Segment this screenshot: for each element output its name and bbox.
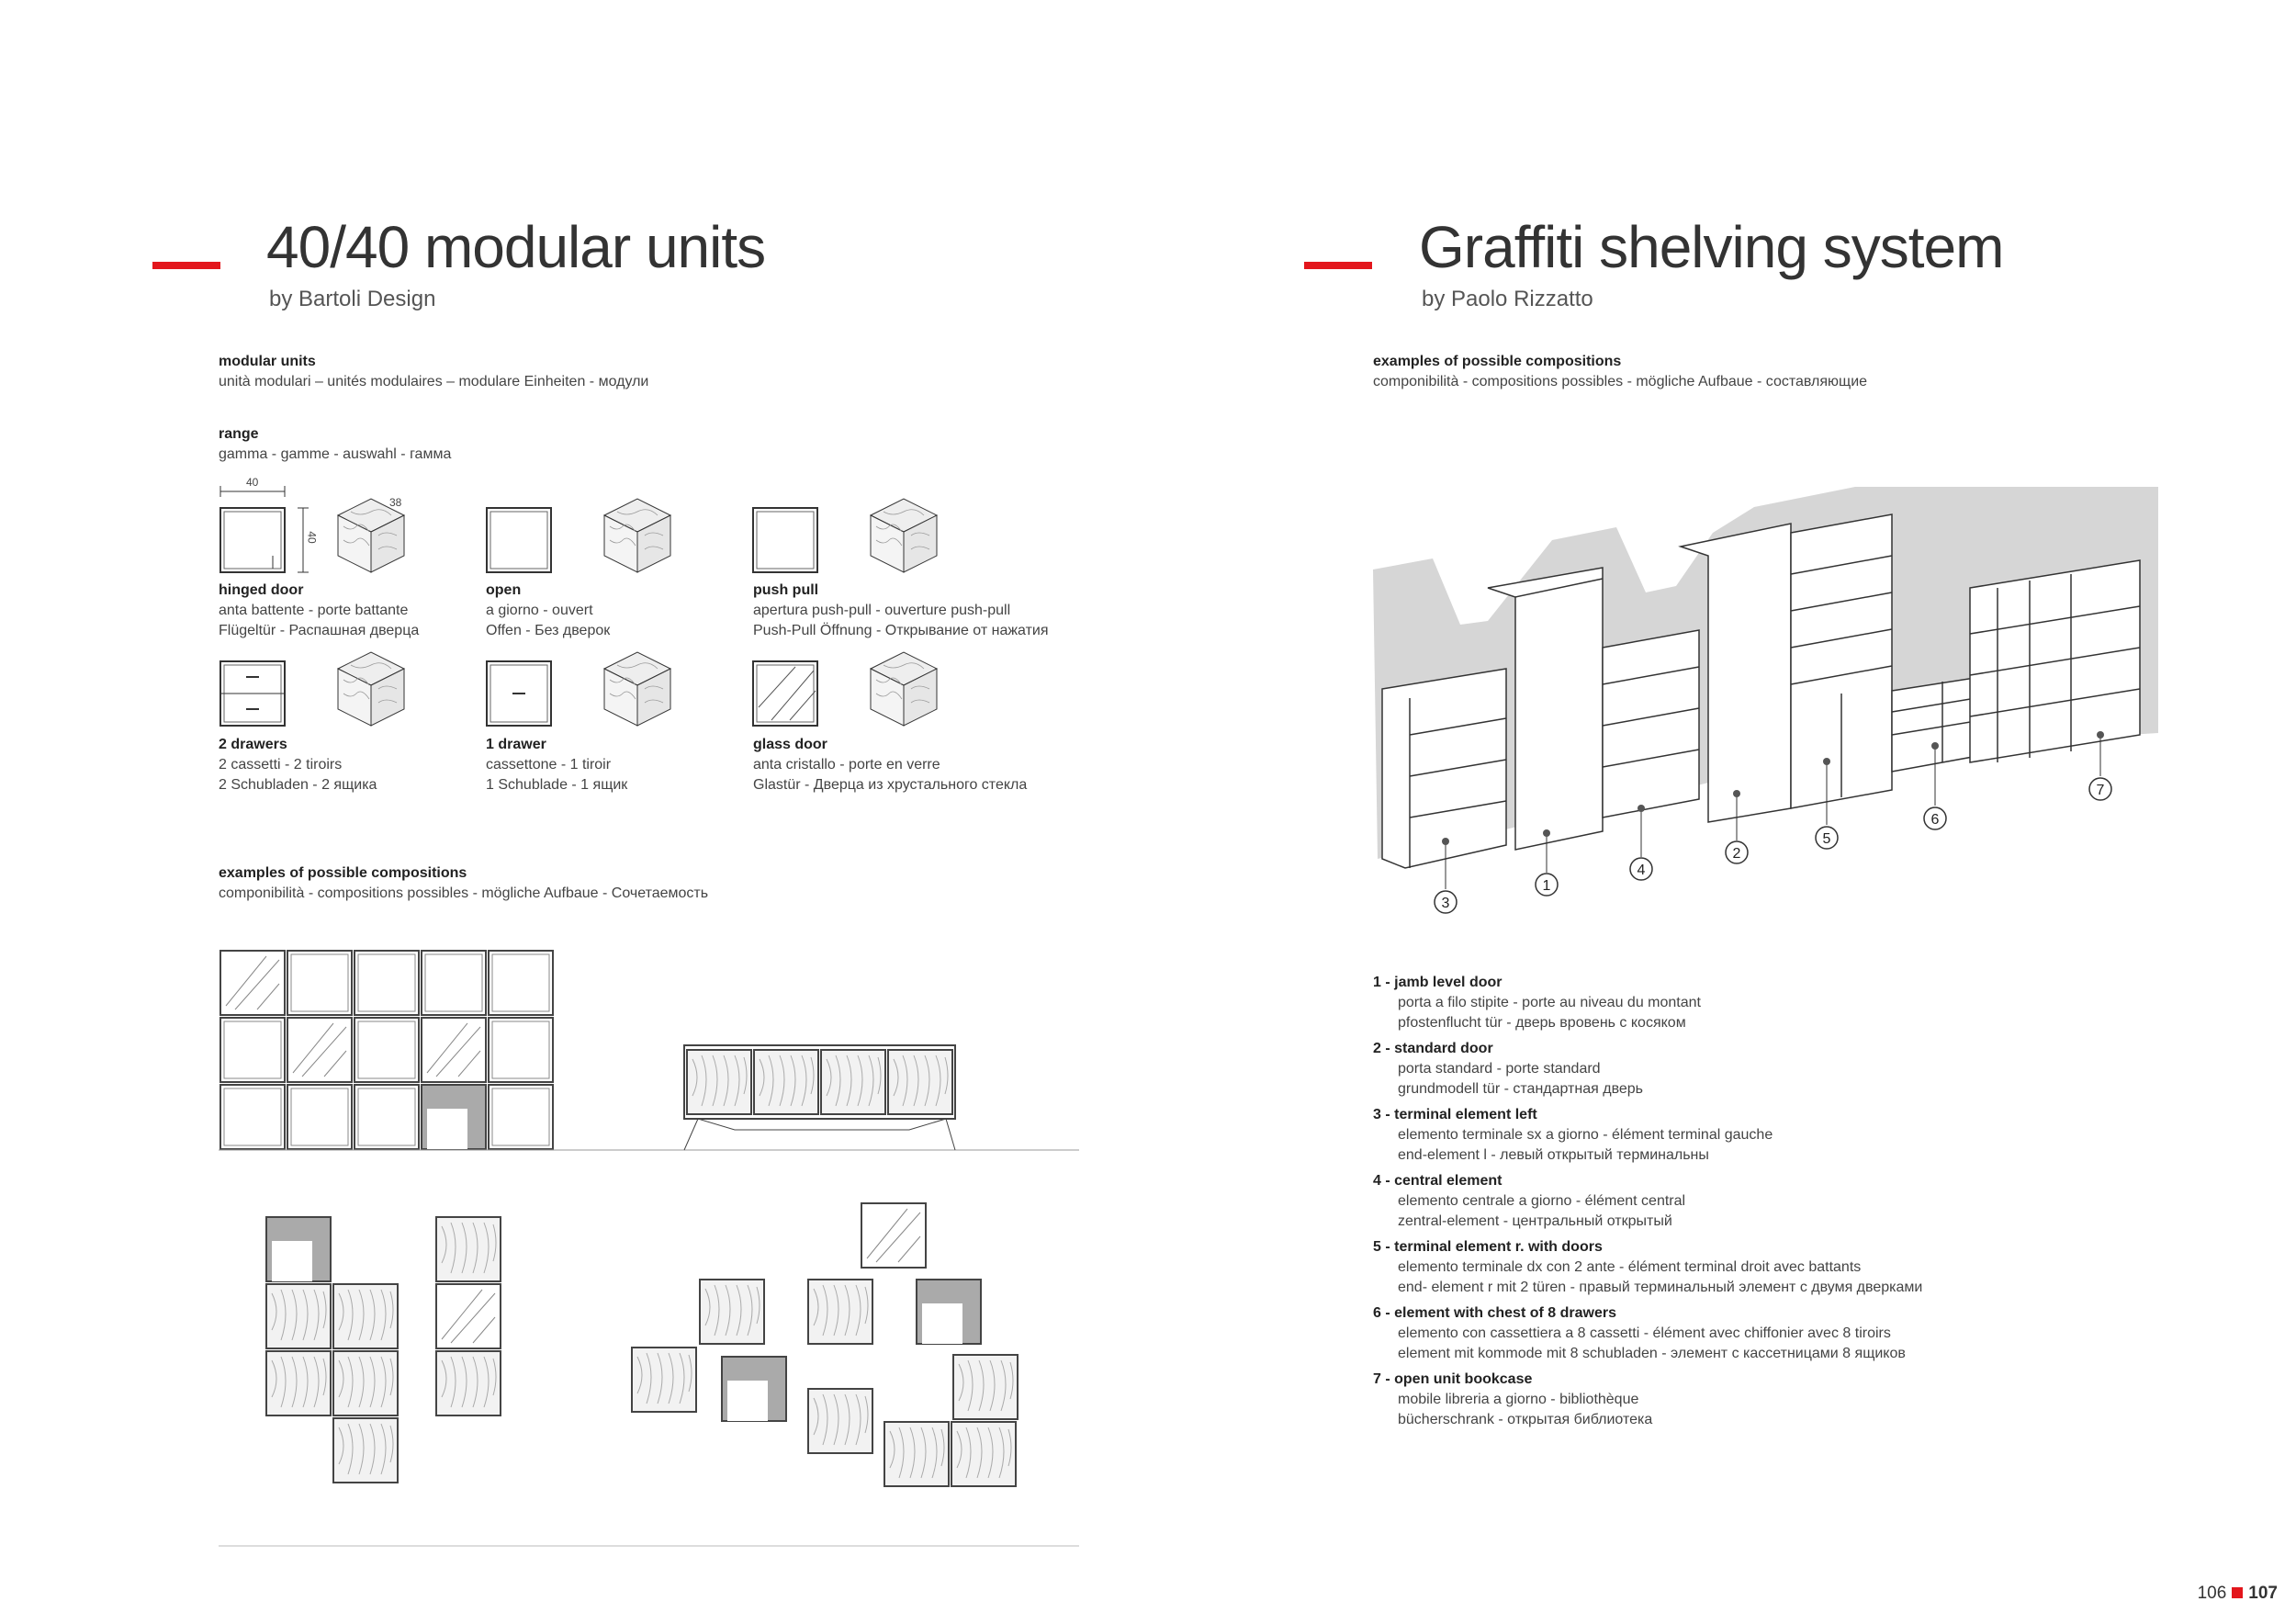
page-number-left: 106 [2197, 1584, 2227, 1603]
legend-item: 7 - open unit bookcase mobile libreria a … [1373, 1370, 1922, 1430]
legend-title: 7 - open unit bookcase [1373, 1371, 1533, 1387]
legend-item: 3 - terminal element left elemento termin… [1373, 1105, 1922, 1166]
unit-hinged-door: hinged door anta battente - porte battan… [219, 581, 419, 641]
legend-title: 2 - standard door [1373, 1041, 1493, 1056]
callout-6 [1923, 806, 1947, 830]
modular-units-section: modular units unità modulari – unités mo… [219, 352, 648, 392]
callout-label: 2 [1733, 846, 1741, 862]
legend-item: 4 - central element elemento centrale a g… [1373, 1171, 1922, 1232]
width-dimension: 40 [246, 476, 259, 489]
unit-1-drawer: 1 drawer cassettone - 1 tiroir 1 Schubla… [486, 735, 627, 795]
shelving-illustration: 3 1 4 2 5 6 7 [1373, 487, 2158, 914]
unit-glass-door: glass door anta cristallo - porte en ver… [753, 735, 1027, 795]
legend-item: 2 - standard door porta standard - porte … [1373, 1039, 1922, 1100]
page-title: 40/40 modular units [266, 214, 766, 280]
legend-title: 6 - element with chest of 8 drawers [1373, 1305, 1616, 1321]
legend-translation: grundmodell tür - стандартная дверь [1398, 1081, 1644, 1097]
unit-name: 1 drawer [486, 737, 546, 752]
legend-item: 5 - terminal element r. with doors elemen… [1373, 1237, 1922, 1298]
unit-2-drawers: 2 drawers 2 cassetti - 2 tiroirs 2 Schub… [219, 735, 377, 795]
legend-translation: porta a filo stipite - porte au niveau d… [1398, 995, 1701, 1010]
accent-bar [152, 262, 220, 269]
legend-item: 6 - element with chest of 8 drawers eleme… [1373, 1303, 1922, 1364]
two-drawers-front-icon [219, 660, 286, 727]
compositions-section: examples of possible compositions compon… [1373, 352, 1867, 392]
range-section: range gamma - gamme - auswahl - гамма [219, 424, 451, 465]
legend-title: 1 - jamb level door [1373, 975, 1503, 990]
legend-translation: mobile libreria a giorno - bibliothèque [1398, 1392, 1639, 1407]
unit-translation: a giorno - ouvert [486, 603, 593, 618]
legend-translation: elemento terminale sx a giorno - élément… [1398, 1127, 1773, 1143]
legend-translation: elemento terminale dx con 2 ante - éléme… [1398, 1259, 1862, 1275]
section-translations: componibilità - compositions possibles -… [219, 885, 709, 901]
section-translations: gamma - gamme - auswahl - гамма [219, 446, 452, 462]
legend-item: 1 - jamb level door porta a filo stipite … [1373, 973, 1922, 1033]
callout-label: 4 [1638, 863, 1646, 878]
section-label: range [219, 426, 259, 442]
unit-name: push pull [753, 582, 819, 598]
one-drawer-front-icon [486, 660, 552, 727]
callout-label: 3 [1442, 896, 1450, 911]
legend-translation: elemento con cassettiera a 8 cassetti - … [1398, 1325, 1891, 1341]
legend-translation: element mit kommode mit 8 schubladen - э… [1398, 1346, 1906, 1361]
unit-name: glass door [753, 737, 827, 752]
unit-translation: Flügeltür - Распашная дверца [219, 623, 420, 638]
compositions-illustration [219, 950, 1079, 1547]
legend: 1 - jamb level door porta a filo stipite … [1373, 973, 1922, 1436]
callout-label: 5 [1823, 831, 1831, 847]
unit-translation: 2 cassetti - 2 tiroirs [219, 757, 343, 773]
callout-4 [1629, 857, 1653, 881]
section-label: examples of possible compositions [1373, 354, 1622, 369]
unit-translation: 1 Schublade - 1 ящик [486, 777, 628, 793]
callout-label: 7 [2097, 783, 2105, 798]
unit-translation: anta battente - porte battante [219, 603, 409, 618]
glass-door-front-icon [752, 660, 818, 727]
callout-label: 6 [1931, 812, 1940, 828]
compositions-section: examples of possible compositions compon… [219, 863, 708, 904]
unit-illustrations [219, 498, 938, 727]
depth-dimension: 38 [389, 496, 402, 509]
unit-name: open [486, 582, 522, 598]
page-numbers: 106 107 [2198, 1584, 2278, 1604]
unit-open: open a giorno - ouvert Offen - Без дверо… [486, 581, 610, 641]
red-square-icon [2232, 1587, 2244, 1598]
legend-translation: pfostenflucht tür - дверь вровень с кося… [1398, 1015, 1686, 1031]
accent-bar [1304, 262, 1372, 269]
section-translations: componibilità - compositions possibles -… [1373, 374, 1868, 389]
unit-name: 2 drawers [219, 737, 287, 752]
unit-translation: Push-Pull Öffnung - Открывание от нажати… [753, 623, 1049, 638]
unit-name: hinged door [219, 582, 304, 598]
legend-translation: porta standard - porte standard [1398, 1061, 1601, 1077]
callout-label: 1 [1543, 878, 1551, 894]
legend-title: 3 - terminal element left [1373, 1107, 1537, 1122]
legend-translation: end- element r mit 2 türen - правый терм… [1398, 1280, 1923, 1295]
legend-translation: end-element l - левый открытый терминаль… [1398, 1147, 1709, 1163]
unit-translation: cassettone - 1 tiroir [486, 757, 612, 773]
hinged-door-front-icon [219, 507, 286, 573]
page-subtitle: by Bartoli Design [269, 287, 436, 311]
unit-push-pull: push pull apertura push-pull - ouverture… [753, 581, 1049, 641]
legend-title: 4 - central element [1373, 1173, 1503, 1189]
page-number-right: 107 [2248, 1584, 2278, 1603]
callout-7 [2088, 777, 2112, 801]
unit-translation: apertura push-pull - ouverture push-pull [753, 603, 1011, 618]
section-label: examples of possible compositions [219, 865, 467, 881]
unit-translation: 2 Schubladen - 2 ящика [219, 777, 377, 793]
section-label: modular units [219, 354, 316, 369]
legend-translation: bücherschrank - открытая библиотека [1398, 1412, 1653, 1427]
callout-1 [1535, 873, 1559, 897]
page-subtitle: by Paolo Rizzatto [1422, 287, 1593, 311]
unit-translation: Offen - Без дверок [486, 623, 611, 638]
legend-translation: zentral-element - центральный открытый [1398, 1213, 1672, 1229]
legend-translation: elemento centrale a giorno - élément cen… [1398, 1193, 1686, 1209]
section-translations: unità modulari – unités modulaires – mod… [219, 374, 649, 389]
page-title: Graffiti shelving system [1419, 214, 2004, 280]
unit-translation: Glastür - Дверца из хрустального стекла [753, 777, 1028, 793]
legend-title: 5 - terminal element r. with doors [1373, 1239, 1603, 1255]
callout-3 [1434, 890, 1458, 914]
callout-5 [1815, 826, 1839, 850]
unit-translation: anta cristallo - porte en verre [753, 757, 940, 773]
callout-2 [1725, 840, 1749, 864]
